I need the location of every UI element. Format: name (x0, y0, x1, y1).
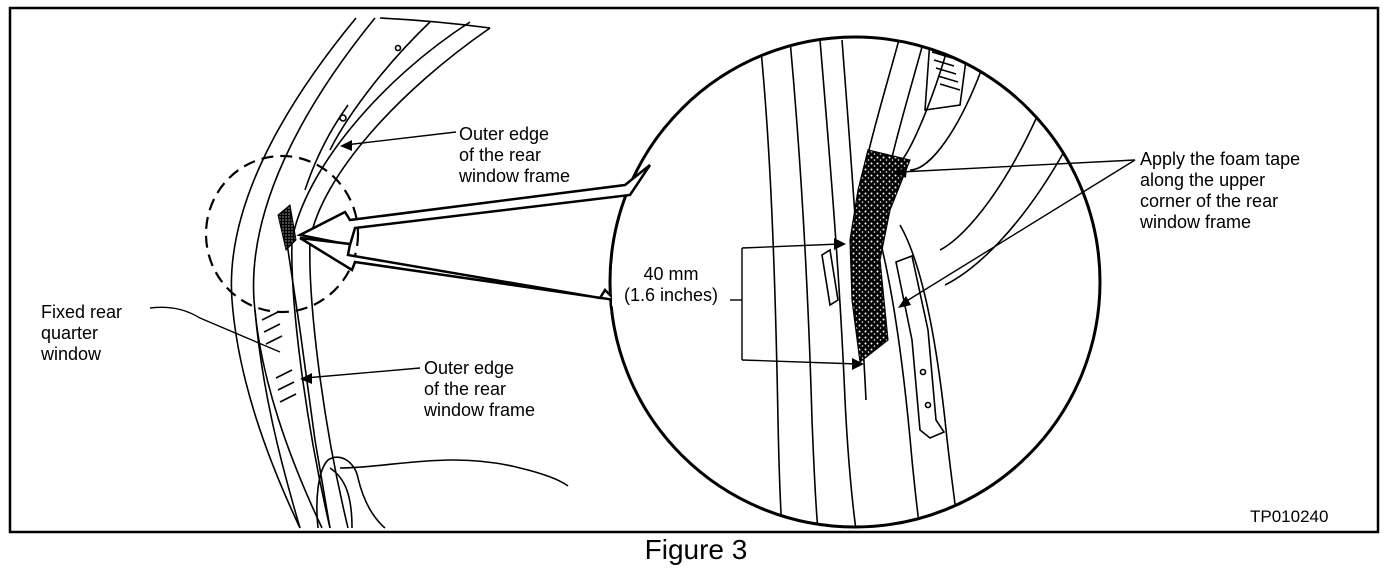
label-apply-foam-tape: Apply the foam tape along the upper corn… (1140, 149, 1301, 232)
leader-lines (149, 131, 1136, 379)
label-measurement: 40 mm (1.6 inches) (612, 264, 730, 306)
magnified-drawing (759, 37, 1066, 527)
label-outer-edge-top: Outer edge of the rear window frame (459, 124, 571, 186)
arrowheads (300, 140, 911, 384)
callout-arrow-lower (299, 236, 619, 302)
label-outer-edge-bottom: Outer edge of the rear window frame (424, 358, 536, 420)
figure-code: TP010240 (1250, 507, 1329, 526)
callout-arrow-upper (296, 164, 652, 247)
overview-drawing (230, 17, 569, 529)
foam-tape-overview (277, 204, 297, 251)
label-fixed-rear-quarter-window: Fixed rear quarter window (41, 302, 123, 364)
figure-caption: Figure 3 (644, 534, 748, 565)
foam-tape-detail (849, 149, 911, 364)
detail-callout-circle (204, 154, 360, 314)
figure-border (8, 6, 1380, 534)
